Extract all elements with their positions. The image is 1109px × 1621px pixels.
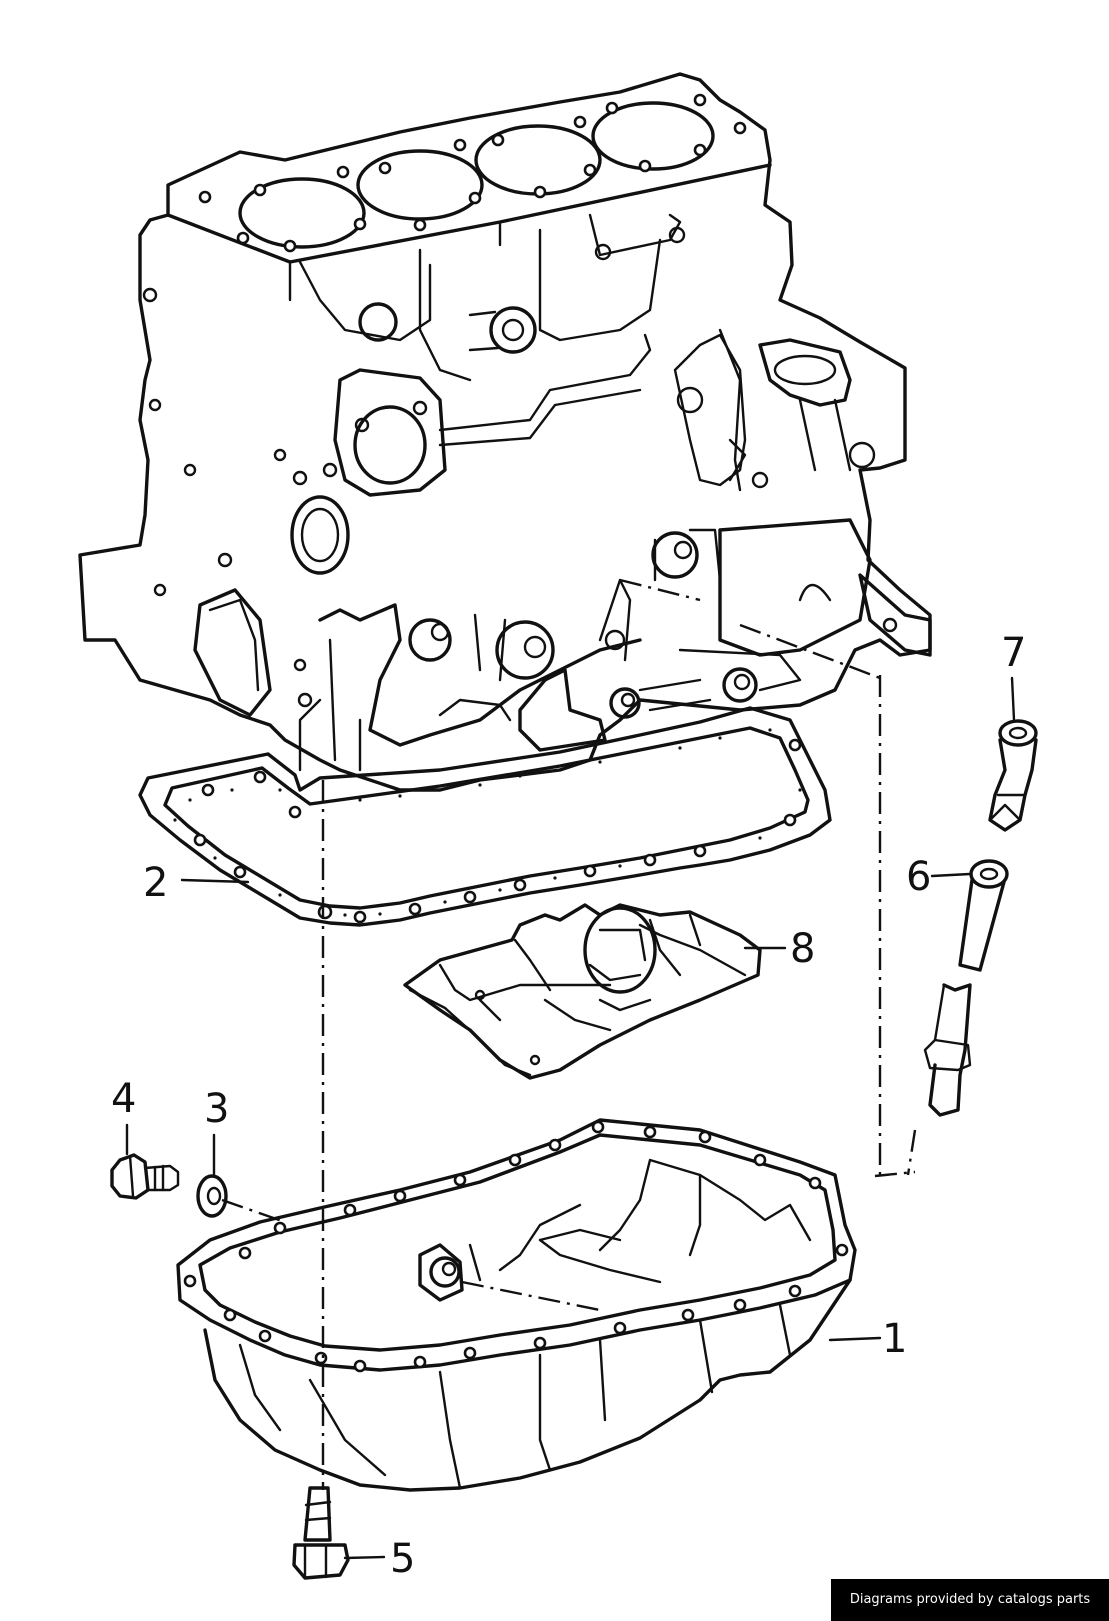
callout-2: 2: [143, 860, 250, 906]
callout-4-label: 4: [111, 1076, 136, 1122]
callout-1: 1: [828, 1316, 907, 1362]
drain-plug: [110, 1153, 180, 1200]
oil-baffle-plate: [403, 903, 762, 1080]
callout-2-label: 2: [143, 860, 168, 906]
callout-3: 3: [204, 1086, 229, 1176]
callout-3-label: 3: [204, 1086, 229, 1132]
dipstick-guide-tube: [923, 859, 1009, 1117]
callout-6-label: 6: [906, 854, 931, 900]
callout-5: 5: [343, 1536, 415, 1582]
callout-7-label: 7: [1001, 630, 1026, 676]
callout-6: 6: [906, 854, 972, 900]
oil-pan-bolt: [292, 1486, 350, 1580]
callout-1-label: 1: [882, 1316, 907, 1362]
credit-banner: Diagrams provided by catalogs parts: [831, 1579, 1109, 1621]
callout-5-label: 5: [390, 1536, 415, 1582]
callout-7: 7: [1001, 630, 1026, 722]
engine-block: [78, 72, 932, 792]
callout-8-label: 8: [790, 926, 815, 972]
assembly-lines: [221, 578, 917, 1490]
callout-8: 8: [743, 926, 815, 972]
oil-pan-gasket: [138, 706, 832, 927]
sealing-washer: [196, 1174, 228, 1218]
dipstick: [988, 719, 1038, 832]
callout-4: 4: [111, 1076, 136, 1156]
oil-pan: [176, 1118, 857, 1492]
